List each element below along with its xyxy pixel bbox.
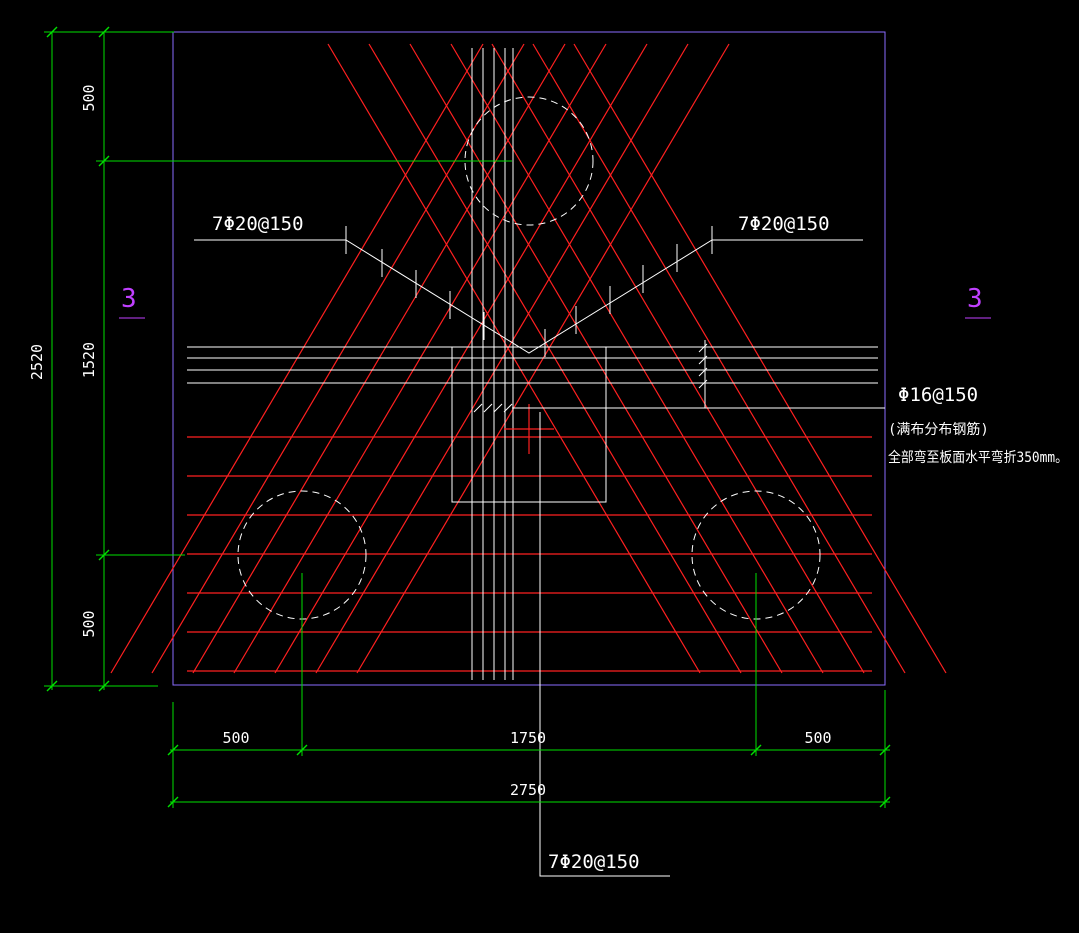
dimension-tick [98,549,110,561]
dim-bottom-total: 2750 [510,781,546,799]
dim-left-top: 500 [80,84,98,111]
leader-tick [473,403,483,413]
rebar-label-top-right: 7Φ20@150 [738,213,830,235]
dimension-tick [98,680,110,692]
rebar-note-bend: 全部弯至板面水平弯折350mm。 [888,449,1068,466]
leader-tick [698,355,708,365]
rebar-label-top-left: 7Φ20@150 [212,213,304,235]
dimension-tick [296,744,308,756]
rebar-note-distribution: (满布分布钢筋) [888,421,989,438]
dim-bottom-right: 500 [804,729,831,747]
white-vertical-bars [471,48,514,680]
leader-lines [194,239,885,877]
slab-outline [172,31,886,686]
column-box [451,346,607,503]
rebar-label-horizontal: Φ16@150 [898,384,978,406]
dimension-ticks [46,26,891,808]
dimension-tick [98,155,110,167]
leader-tick [698,379,708,389]
rebar-label-bottom: 7Φ20@150 [548,851,640,873]
leader-tick [493,403,503,413]
dimension-tick [98,26,110,38]
dimension-tick [46,680,58,692]
dimension-tick [879,796,891,808]
dimension-tick [879,744,891,756]
dim-bottom-left: 500 [222,729,249,747]
leader-ticks [345,226,713,413]
section-mark-left: 3 [121,284,137,314]
dim-left-bottom: 500 [80,610,98,637]
dimension-lines [44,31,890,808]
dim-left-middle: 1520 [80,342,98,378]
leader-tick [483,403,493,413]
dimension-tick [46,26,58,38]
center-cross [504,404,554,454]
dimension-tick [167,796,179,808]
pile-circle-top [464,96,594,226]
leader-tick [698,343,708,353]
dim-left-total: 2520 [28,344,46,380]
dimension-tick [167,744,179,756]
dim-bottom-middle: 1750 [510,729,546,747]
dimension-tick [750,744,762,756]
leader-tick [503,403,513,413]
leader-tick [698,367,708,377]
section-mark-right: 3 [967,284,983,314]
